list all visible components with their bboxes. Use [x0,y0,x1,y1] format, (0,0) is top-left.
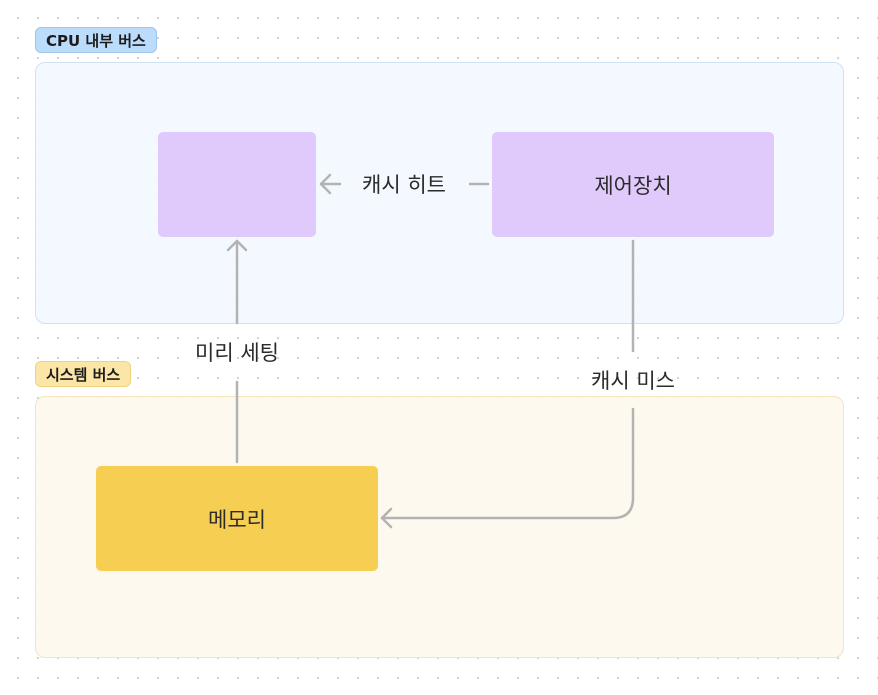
memory-label: 메모리 [208,507,266,532]
cpu-bus-label: CPU 내부 버스 [35,27,157,53]
cache-miss-label: 캐시 미스 [591,369,675,393]
control-unit-node[interactable]: 제어장치 [492,132,774,237]
control-unit-label: 제어장치 [594,173,672,198]
cache-hit-label: 캐시 히트 [362,173,446,197]
system-bus-label: 시스템 버스 [35,361,132,387]
prefetch-label: 미리 세팅 [195,341,279,365]
cache-node[interactable] [158,132,316,237]
memory-node[interactable]: 메모리 [96,466,378,571]
